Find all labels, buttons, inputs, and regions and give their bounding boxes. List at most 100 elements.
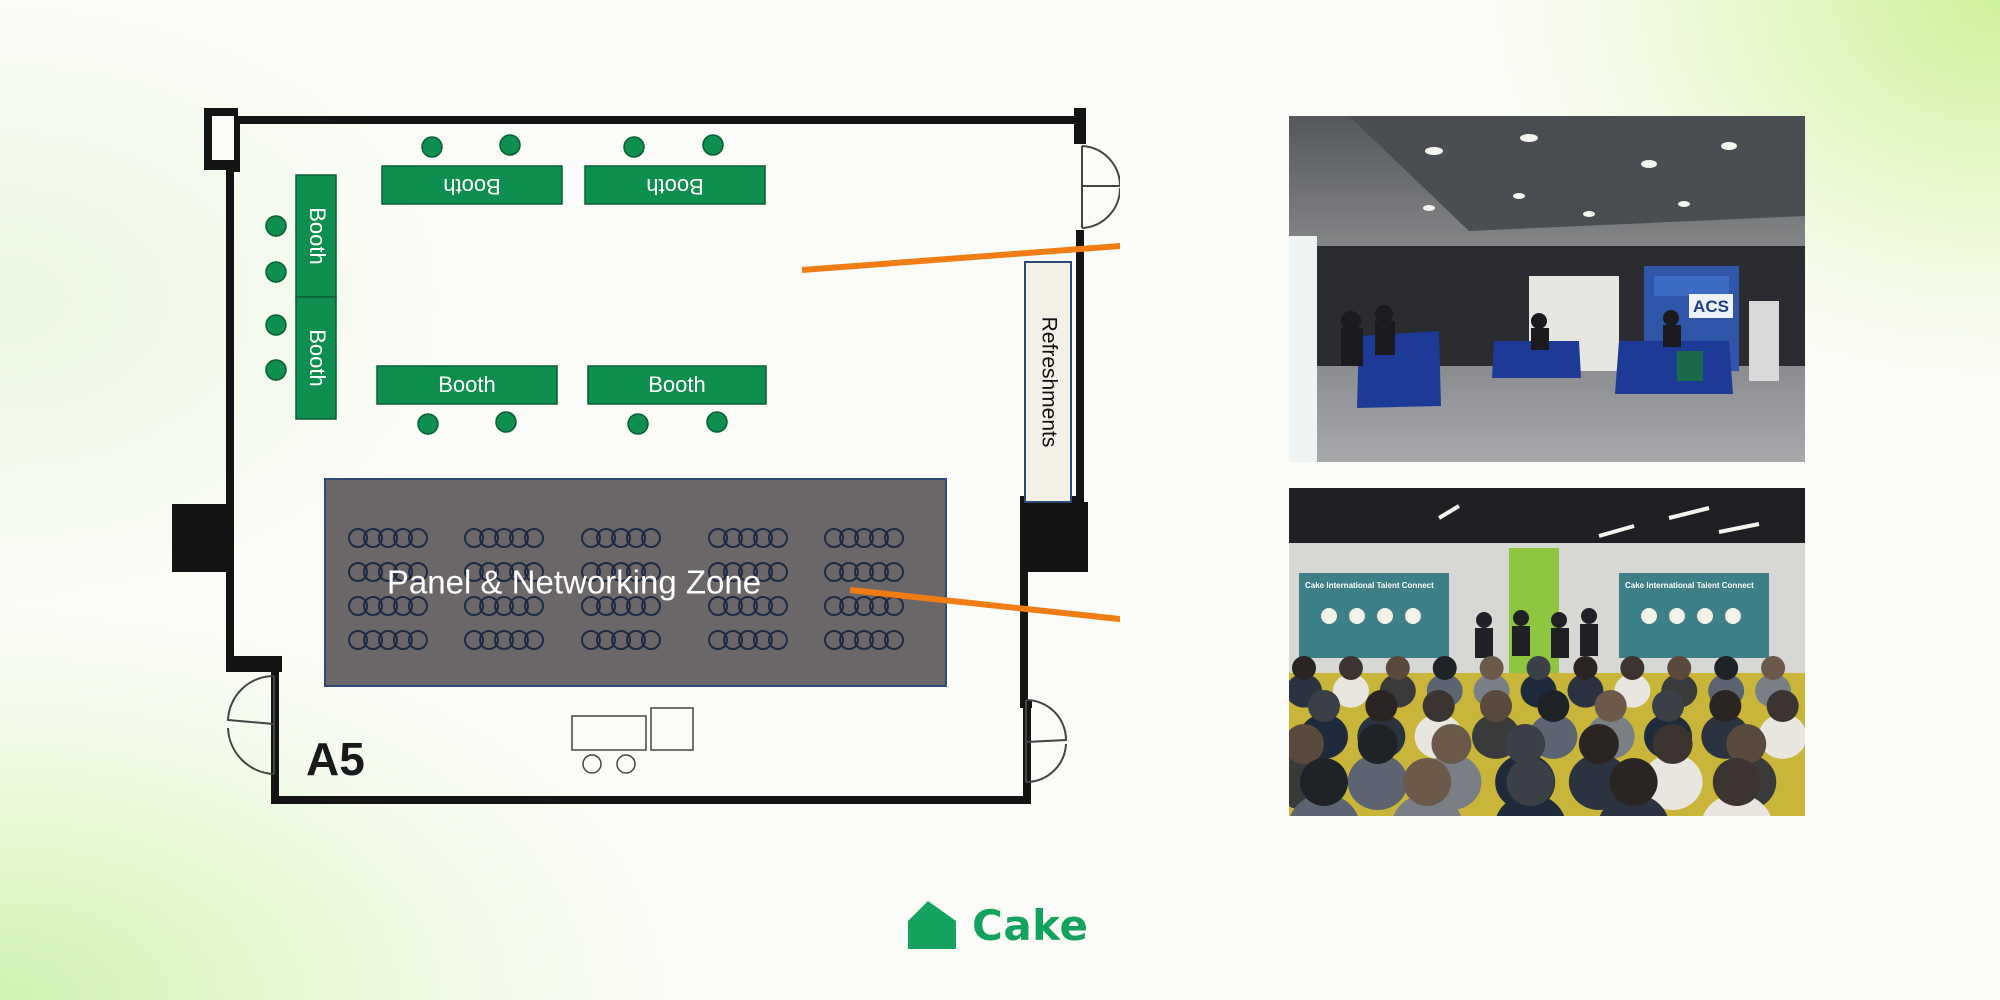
audience-seat (348, 528, 368, 548)
audience-seat (464, 596, 484, 616)
audience-seat (479, 528, 499, 548)
wall-corner-top-left-inner (212, 116, 234, 160)
audience-head (1432, 656, 1457, 680)
audience-seat (509, 562, 529, 582)
audience-seat (641, 630, 661, 650)
audience-seat (524, 562, 544, 582)
audience-head (1506, 758, 1555, 806)
audience-seat (378, 562, 398, 582)
booth-left-1-label: Booth (305, 207, 330, 265)
audience-seat (641, 562, 661, 582)
audience-head (1761, 656, 1786, 680)
audience-seat (393, 596, 413, 616)
brand-name: Cake (972, 900, 1089, 950)
panel-screen-title-right: Cake International Talent Connect (1625, 581, 1754, 590)
audience-seat (596, 630, 616, 650)
av-cart (571, 707, 694, 774)
room-walls (226, 116, 1084, 804)
audience-head (1652, 724, 1693, 764)
booth-screen-text: ACS (1693, 297, 1729, 316)
audience-seat (363, 596, 383, 616)
arrow-to-booths-photo (801, 242, 1120, 273)
audience-person (1642, 754, 1703, 810)
audience-seat (378, 596, 398, 616)
audience-seat (494, 630, 514, 650)
audience-seat (869, 528, 889, 548)
audience-seat (611, 596, 631, 616)
audience-seat (738, 596, 758, 616)
booth-left-2: Booth (295, 296, 337, 420)
audience-seat (464, 562, 484, 582)
audience-head (1709, 690, 1742, 722)
audience-person (1568, 754, 1629, 810)
audience-seat (708, 596, 728, 616)
audience-seat (494, 596, 514, 616)
audience-seat (509, 630, 529, 650)
audience-seat (348, 596, 368, 616)
audience-seat (854, 630, 874, 650)
zone-label: Panel & Networking Zone (387, 564, 761, 601)
audience-seat (708, 630, 728, 650)
booth-top-1: Booth (381, 165, 563, 205)
booth-top-2: Booth (584, 165, 766, 205)
audience-seat (626, 562, 646, 582)
audience-seat (884, 528, 904, 548)
audience-head (1431, 724, 1472, 764)
audience-head (1479, 656, 1504, 680)
audience-seat (464, 630, 484, 650)
floor-plan: Booth Booth Booth Booth Booth Booth Refr… (172, 108, 1120, 804)
audience-head (1573, 656, 1598, 680)
audience-seat (869, 562, 889, 582)
audience-seat (524, 528, 544, 548)
audience-seat (641, 596, 661, 616)
audience-seat (839, 596, 859, 616)
audience-seat (854, 596, 874, 616)
audience-head (1300, 758, 1348, 806)
audience-head (1289, 724, 1324, 764)
booth-middle-2: Booth (587, 365, 767, 405)
audience-seat (581, 528, 601, 548)
audience-seat (768, 528, 788, 548)
audience-seat (494, 562, 514, 582)
audience-seat (708, 528, 728, 548)
audience-seat (753, 630, 773, 650)
audience-seat (393, 528, 413, 548)
audience-seat (824, 528, 844, 548)
booth-left-1: Booth (295, 174, 337, 298)
audience-head (1338, 656, 1363, 680)
audience-seat (393, 562, 413, 582)
audience-seat (768, 630, 788, 650)
audience-head (1594, 690, 1627, 722)
booth-left-2-label: Booth (305, 329, 330, 387)
audience-seat (363, 562, 383, 582)
audience-head (1480, 690, 1512, 722)
audience-seat (723, 630, 743, 650)
panel-screen-title-left: Cake International Talent Connect (1305, 581, 1434, 590)
audience-seat (869, 596, 889, 616)
audience-seat (723, 528, 743, 548)
audience-seat (524, 596, 544, 616)
audience-head (1357, 724, 1398, 764)
audience-seat (839, 562, 859, 582)
audience-head (1505, 724, 1546, 764)
wall-post-top-right (1074, 108, 1086, 144)
arrow-to-panel-photo (849, 587, 1120, 623)
audience-person (1758, 714, 1805, 759)
audience-seat (723, 562, 743, 582)
booth-screen (1689, 294, 1733, 318)
audience-seat (596, 596, 616, 616)
audience-crowd (1289, 656, 1805, 816)
audience-seat (738, 562, 758, 582)
audience-seat (509, 528, 529, 548)
audience-seat (768, 562, 788, 582)
refreshments-label: Refreshments (1037, 317, 1060, 448)
audience-seat (626, 528, 646, 548)
wall-segment-left-bottom (226, 656, 282, 672)
audience-seat (596, 528, 616, 548)
audience-head (1292, 656, 1316, 680)
audience-seat (854, 562, 874, 582)
door-bottom-left (226, 674, 275, 775)
audience-seat (626, 630, 646, 650)
audience-person (1347, 754, 1408, 810)
audience-seat (611, 562, 631, 582)
